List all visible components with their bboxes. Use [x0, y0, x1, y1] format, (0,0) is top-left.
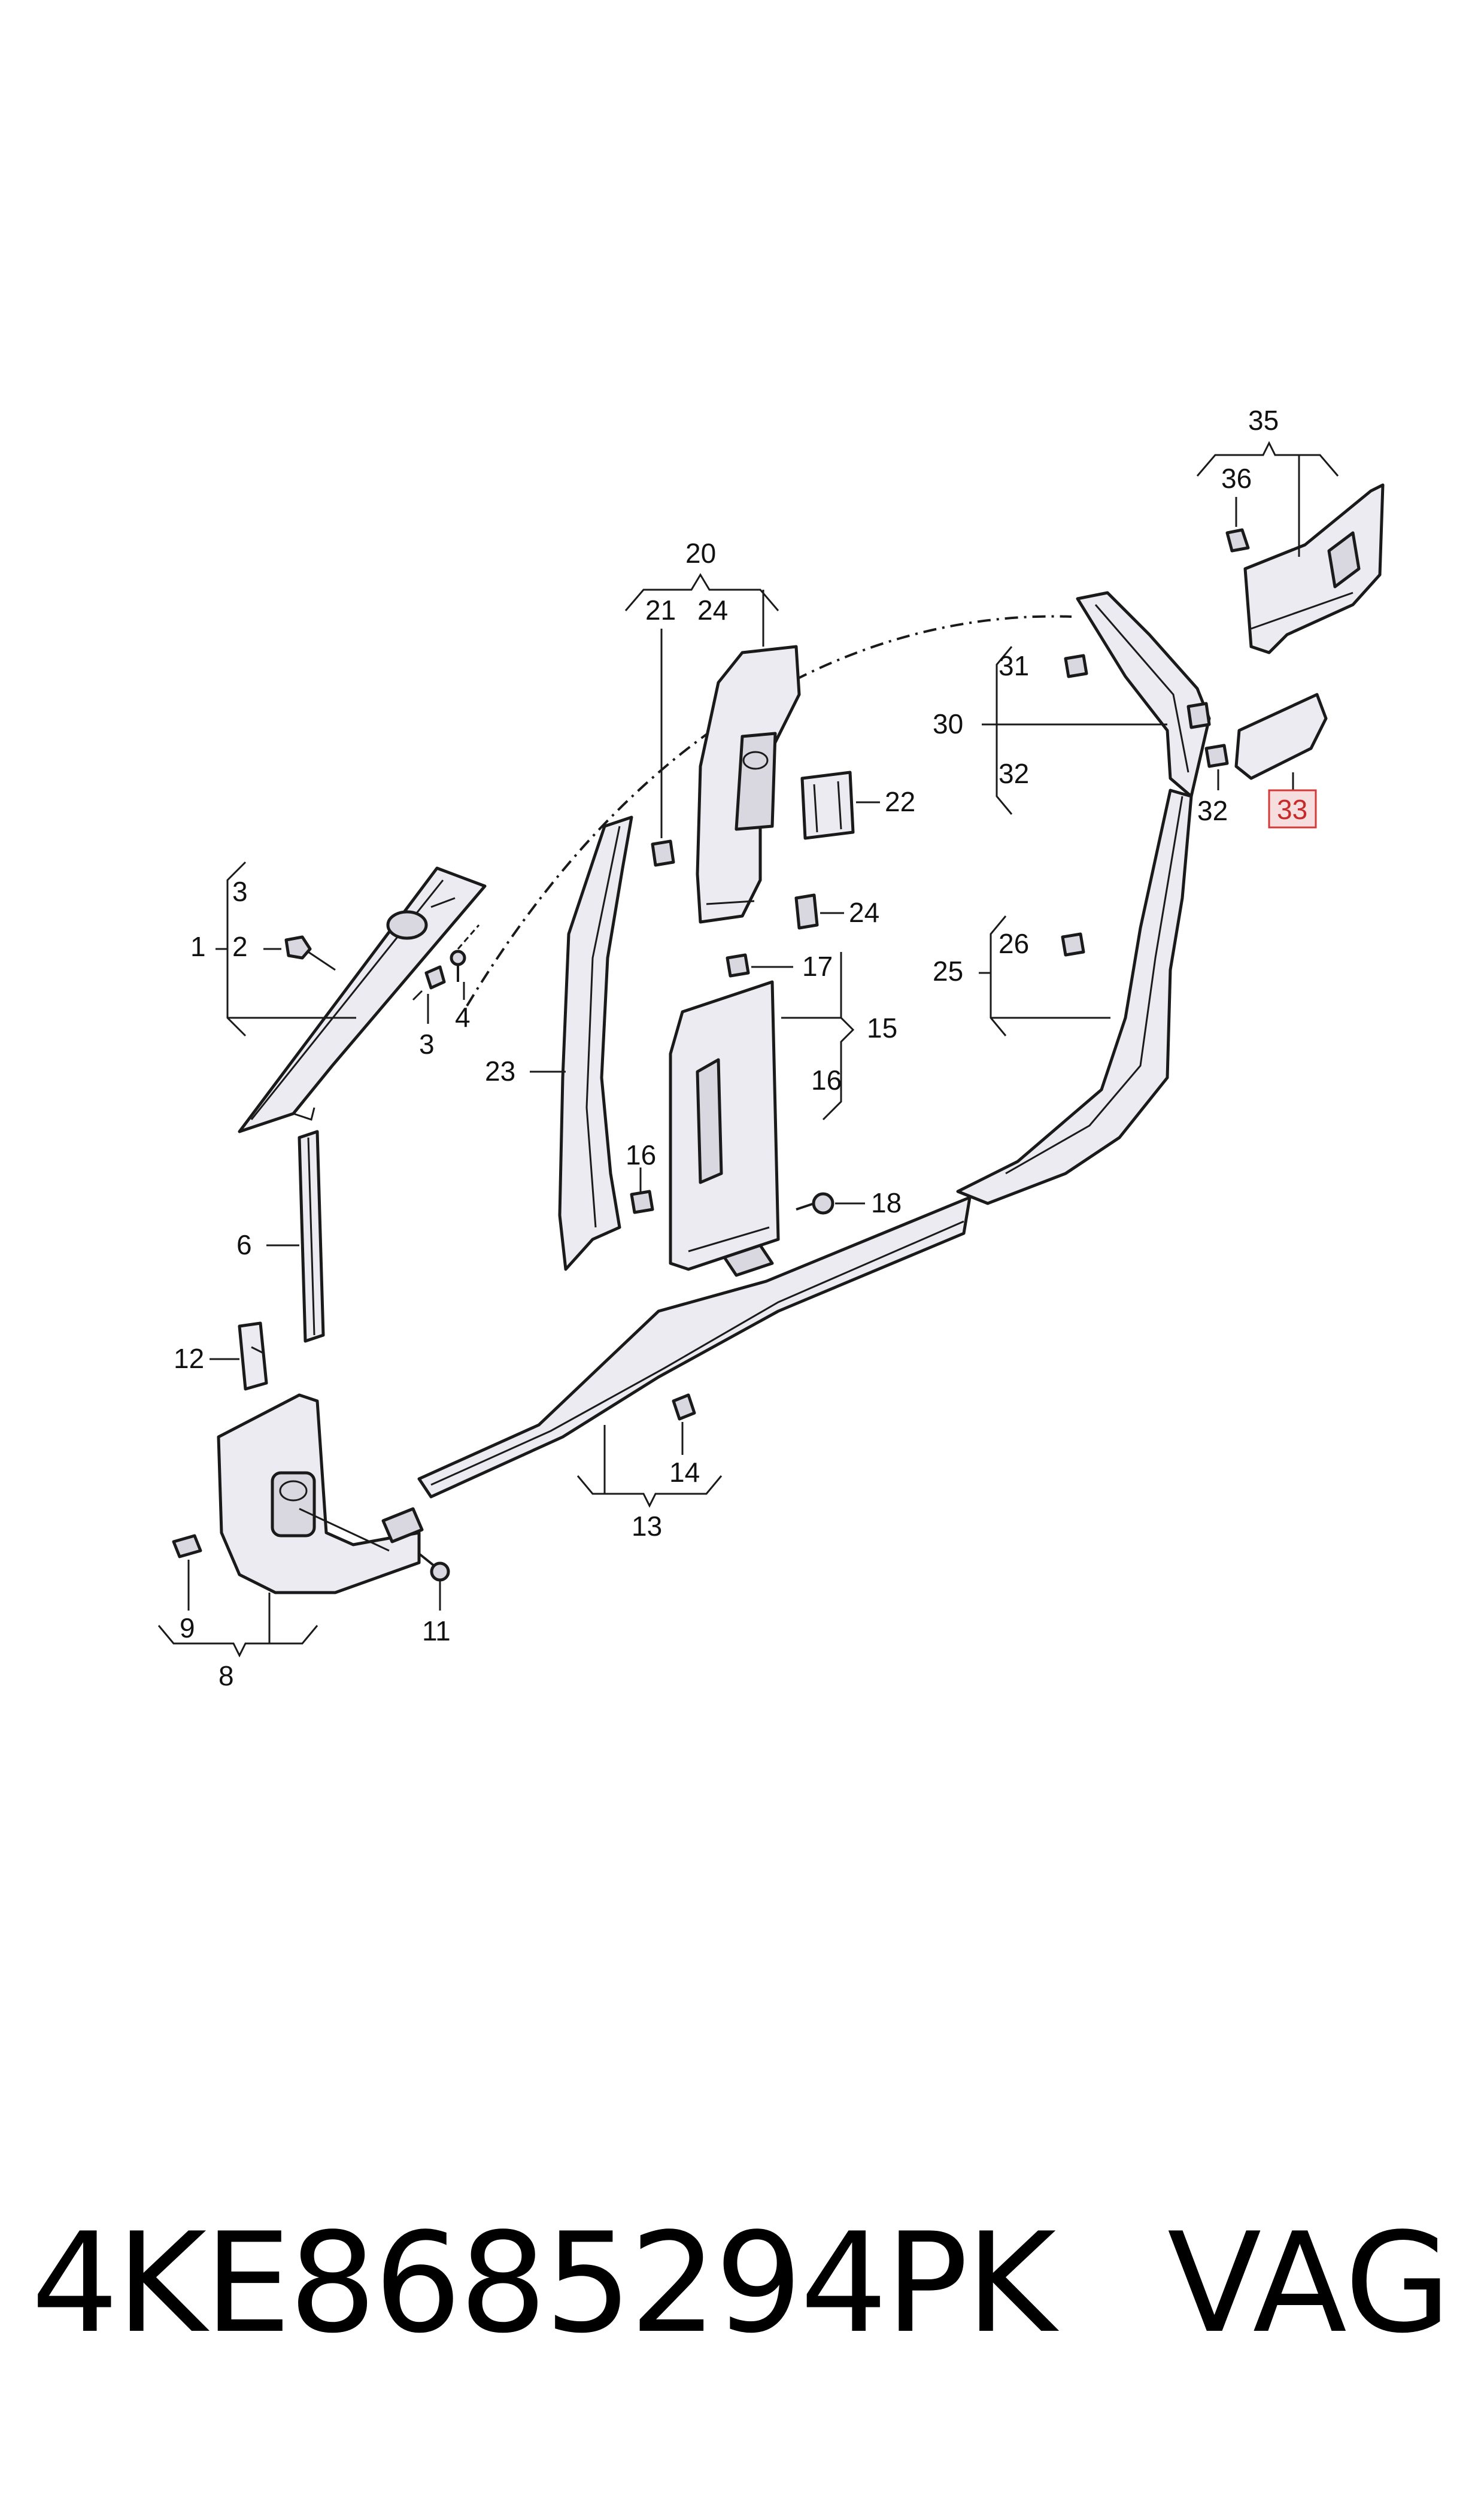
bracket-13: [576, 1425, 723, 1508]
clip-12: [238, 1321, 268, 1391]
callout-6: 6: [236, 1229, 252, 1260]
screw-4: [450, 924, 480, 982]
quarter-trim-35: [1243, 483, 1385, 654]
screw-18: [796, 1192, 834, 1215]
clip-24: [794, 893, 819, 930]
footwell-trim-8: [217, 1393, 424, 1594]
bracket-1: [216, 861, 356, 1037]
bracket-20: [624, 573, 779, 647]
callout-17: 17: [802, 951, 833, 982]
b-pillar-upper-20: [696, 645, 801, 924]
callout-4: 4: [455, 1002, 471, 1033]
clip-26: [1061, 932, 1085, 957]
bracket-35: [1196, 441, 1339, 557]
rear-seal-25: [956, 789, 1193, 1205]
callout-25: 25: [933, 956, 963, 987]
clip-14: [672, 1393, 696, 1421]
clip-21: [651, 839, 675, 867]
callout-14: 14: [669, 1457, 700, 1488]
clip-17: [726, 953, 750, 978]
callout-8: 8: [218, 1660, 234, 1691]
callout-12: 12: [174, 1343, 204, 1374]
door-seal-23: [558, 815, 633, 1271]
part-number: 4KE8685294PK: [31, 2204, 1056, 2364]
callout-32-left: 32: [999, 758, 1029, 789]
clip-9: [172, 1534, 202, 1558]
d-pillar-trim-30: [1076, 591, 1211, 798]
callout-16-left: 16: [626, 1139, 656, 1170]
callout-31: 31: [999, 650, 1029, 681]
callout-21: 21: [645, 595, 676, 626]
bracket-25: [979, 915, 1110, 1036]
callout-22: 22: [885, 786, 915, 817]
callout-35: 35: [1248, 405, 1279, 436]
callout-15: 15: [867, 1012, 897, 1044]
clip-2: [284, 935, 336, 971]
callout-23: 23: [485, 1056, 515, 1087]
callout-30: 30: [933, 708, 963, 739]
b-pillar-lower-15: [669, 980, 780, 1271]
callout-16-right: 16: [811, 1065, 842, 1096]
callout-24: 24: [849, 897, 879, 928]
screw-11: [418, 1552, 450, 1582]
callout-3: 3: [419, 1029, 435, 1060]
bracket-8: [157, 1593, 318, 1658]
callout-11: 11: [422, 1615, 451, 1646]
bracket-15: [781, 952, 855, 1121]
clip-32: [1204, 744, 1229, 768]
callout-36: 36: [1221, 463, 1252, 494]
brand-label: VAG: [1167, 2204, 1452, 2364]
clip-36: [1225, 528, 1250, 553]
seal-strip-6: [298, 1130, 325, 1343]
a-pillar-trim: [238, 866, 487, 1133]
callout-2: 2: [232, 931, 248, 962]
callout-13: 13: [632, 1511, 662, 1542]
callout-1: 1: [190, 931, 206, 962]
callout-33-box: [1268, 789, 1317, 829]
callout-32-right: 32: [1197, 795, 1228, 826]
clip-16: [630, 1190, 654, 1214]
callout-9: 9: [180, 1612, 195, 1643]
callout-33: 33: [1277, 794, 1307, 825]
callout-3-top: 3: [232, 876, 248, 907]
bracket-30: [982, 646, 1167, 815]
belt-guide-22: [800, 771, 855, 840]
callout-26: 26: [999, 928, 1029, 959]
callout-18: 18: [871, 1187, 902, 1218]
clip-3: [412, 965, 446, 1001]
cover-cap-33: [1234, 693, 1328, 780]
clip-31: [1064, 654, 1088, 678]
callout-24-top: 24: [697, 595, 728, 626]
callout-20: 20: [685, 538, 716, 569]
